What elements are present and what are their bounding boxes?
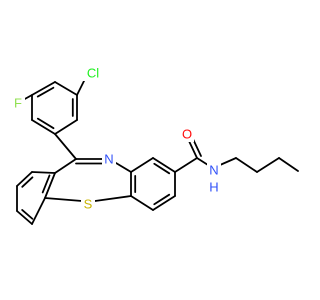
atom-label-cl: Cl [87, 66, 99, 81]
bond-n-a1 [115, 162, 132, 173]
background [0, 0, 300, 300]
benzo-left-bond-4 [31, 197, 46, 225]
benzo-right-bond-0 [130, 157, 154, 173]
label-mask-n-ring [102, 151, 116, 167]
atom-label-f: F [14, 96, 22, 111]
bond-c-n [196, 157, 209, 166]
bond-c-cl [76, 78, 86, 96]
bond-c3-c4 [278, 157, 299, 172]
benzo-right-bond-3 [152, 195, 176, 211]
phenyl-double-0 [36, 86, 55, 98]
benzo-left-double-5 [41, 174, 51, 194]
bond-phenyl-c11 [54, 133, 77, 160]
bond-b6-s [44, 197, 83, 202]
benzo-left-double-1 [21, 176, 34, 188]
phenyl-bond-2 [31, 119, 56, 135]
benzo-right-double-1 [153, 162, 171, 175]
bond-ring-camide [174, 157, 198, 173]
bond-c-o [188, 140, 198, 159]
atom-labels: F Cl N O N H S [11, 65, 221, 212]
label-mask-n-amide [207, 162, 221, 178]
benzo-left-bond-3 [16, 210, 33, 225]
bond-c-o-double [192, 138, 202, 157]
atom-label-n-ring: N [104, 152, 113, 167]
label-mask-f [11, 95, 25, 111]
atom-label-h: H [209, 180, 218, 195]
label-mask-s [81, 196, 95, 212]
bonds [16, 78, 299, 225]
phenyl-bond-3 [54, 119, 78, 135]
benzo-left-bond-5 [44, 172, 56, 199]
benzo-right-bond-1 [152, 157, 176, 173]
label-mask-cl [83, 65, 103, 81]
benzo-right-double-3 [153, 193, 171, 206]
atom-label-o: O [182, 127, 192, 142]
bond-n-c1 [219, 157, 237, 166]
molecule-structure: F Cl N O N H S [0, 0, 300, 300]
label-mask-o [180, 126, 194, 142]
bond-c11-b1 [54, 158, 77, 174]
phenyl-bond-5 [54, 81, 78, 96]
phenyl-bond-0 [31, 81, 56, 96]
atom-label-n-amide: N [209, 163, 218, 178]
phenyl-double-2 [36, 117, 55, 130]
benzo-right-bond-4 [130, 195, 154, 211]
benzo-left-bond-0 [31, 171, 56, 174]
bond-c2-c3 [256, 157, 280, 173]
benzo-left-double-3 [21, 209, 34, 220]
atom-label-s: S [84, 197, 93, 212]
bond-s-a6 [94, 195, 132, 202]
bond-c1-c2 [235, 157, 258, 173]
benzo-left-bond-1 [16, 171, 33, 187]
